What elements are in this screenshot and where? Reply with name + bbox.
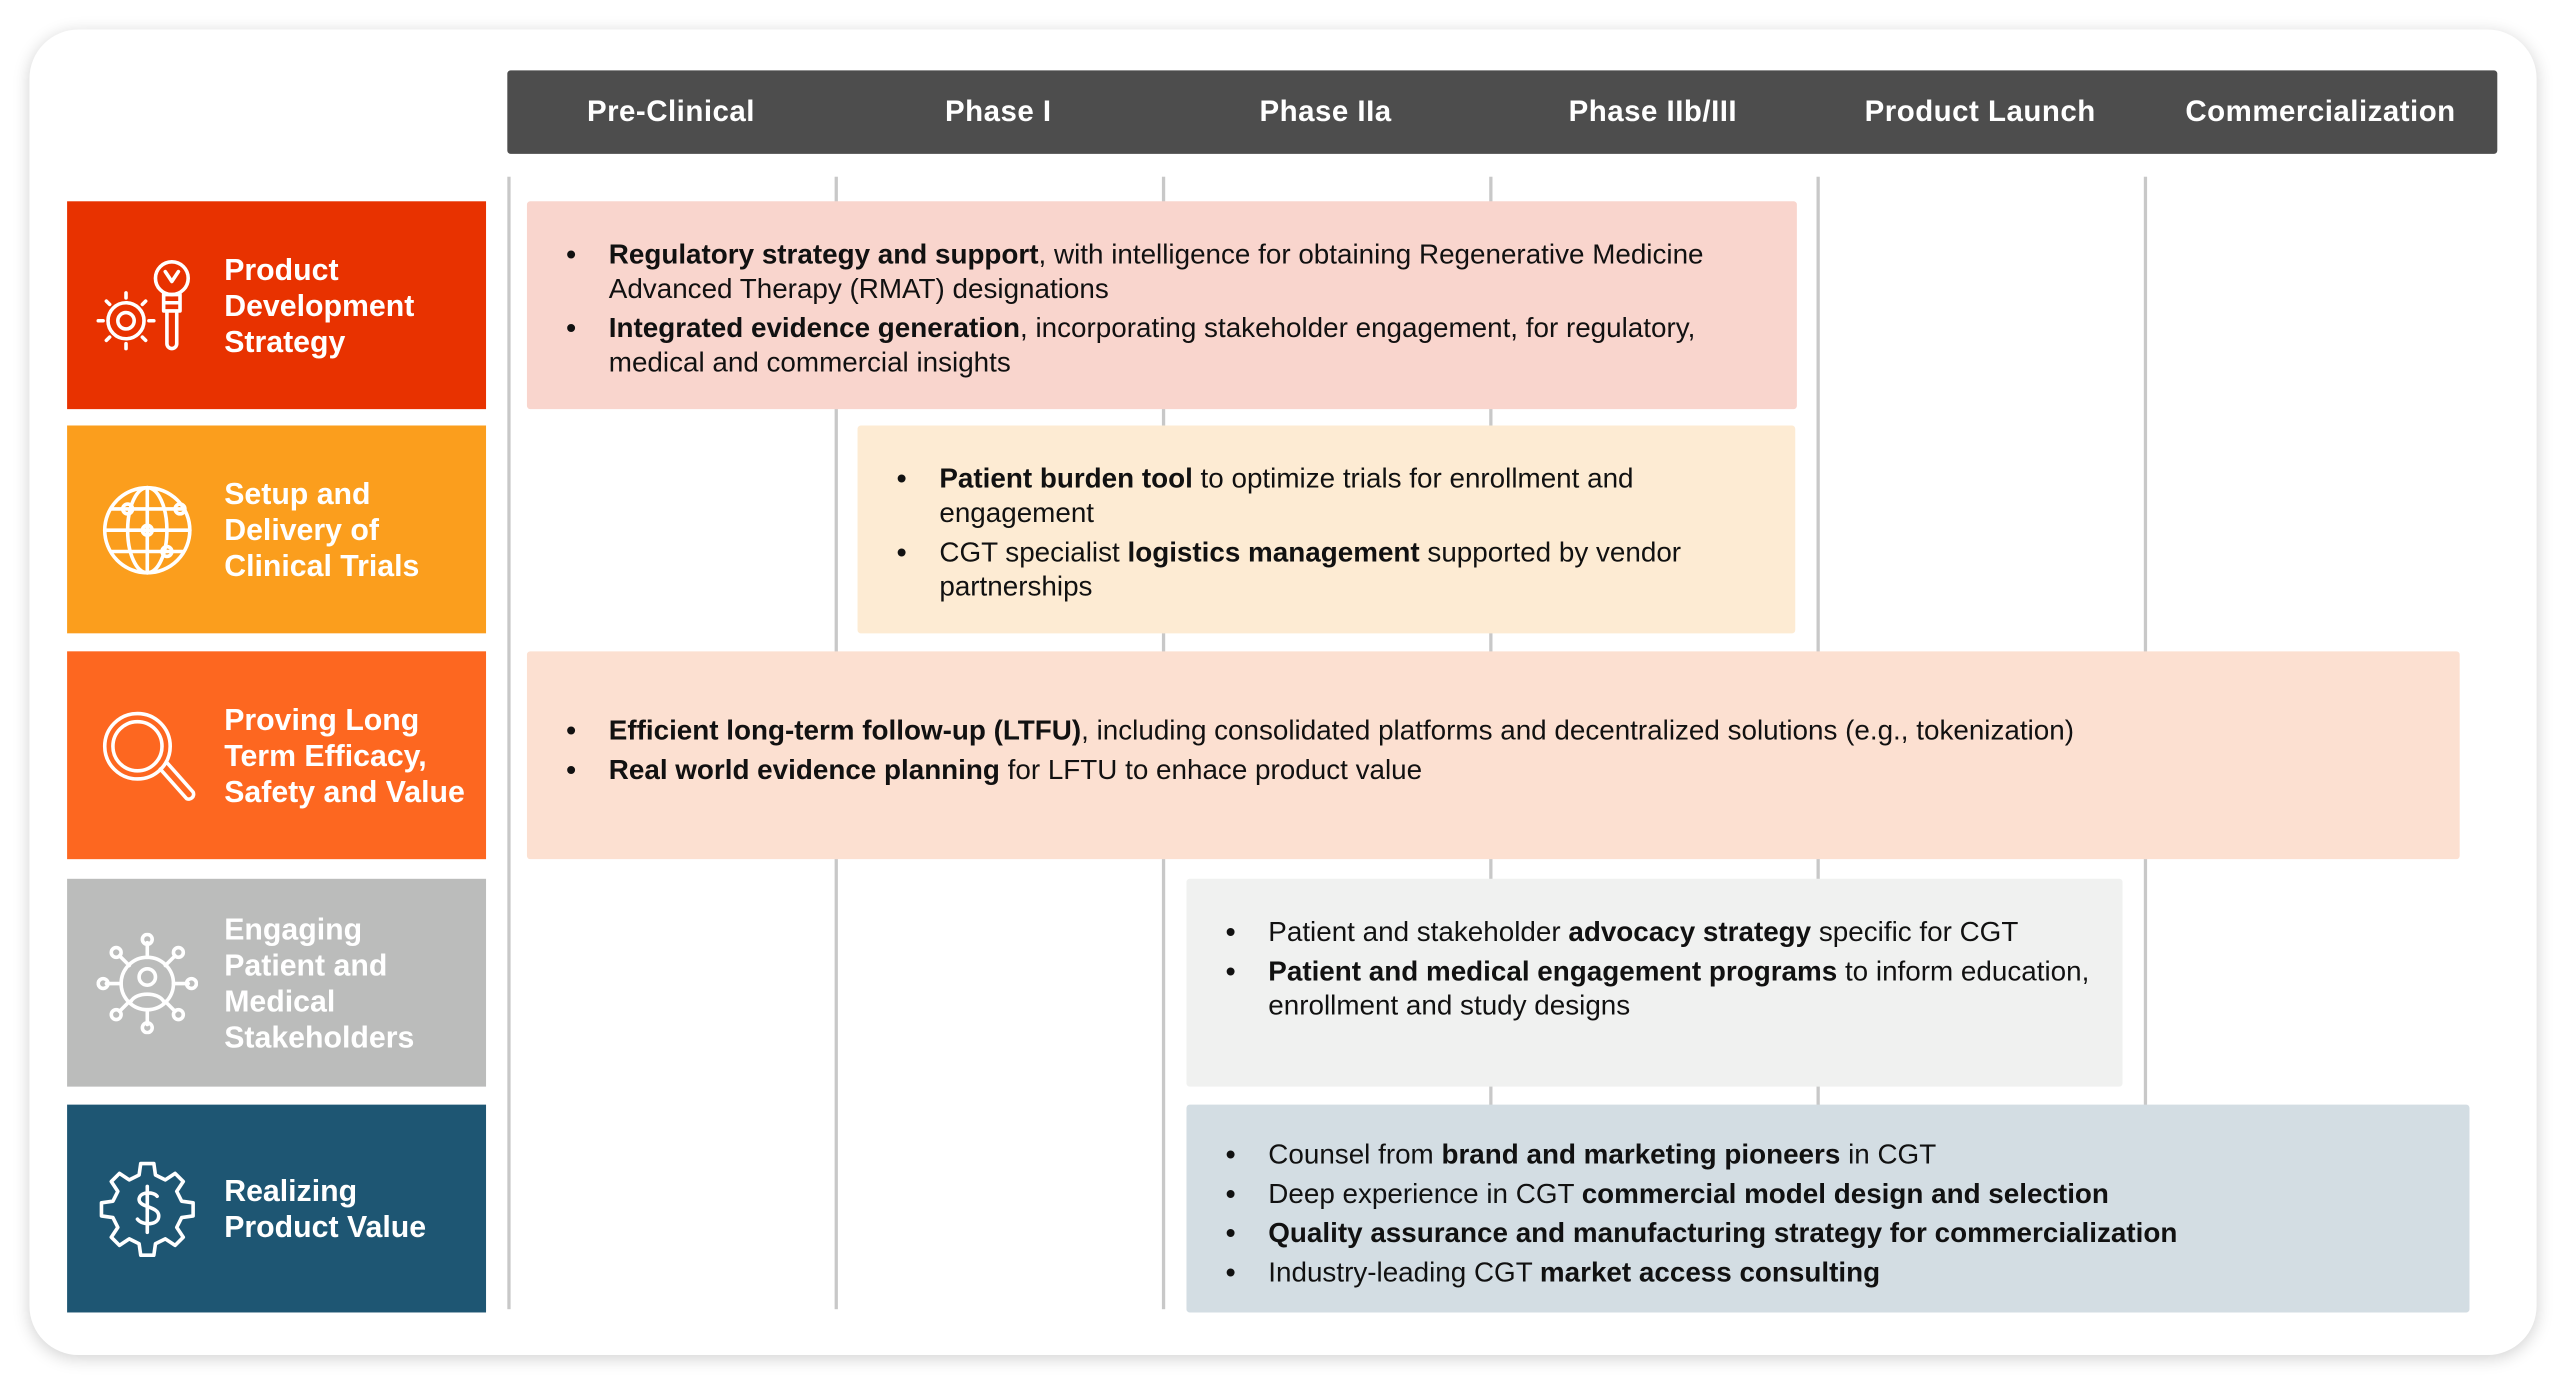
bullet-item: Integrated evidence generation, incorpor…: [527, 311, 1771, 380]
text: , with intelligence for obtaining Regene…: [608, 238, 1704, 305]
bold-text: market access consulting: [1539, 1256, 1881, 1288]
text: specific for CGT: [1811, 916, 2019, 948]
text: Deep experience in CGT: [1268, 1178, 1582, 1210]
phase-divider: [507, 176, 510, 1310]
bullet-item: Patient and medical engagement programs …: [1186, 954, 2096, 1023]
services-box-1: Regulatory strategy and support, with in…: [526, 201, 1797, 410]
globe-network-icon: [102, 485, 192, 574]
bold-text: Efficient long-term follow-up (LTFU): [608, 715, 1082, 747]
category-label: Setup and Delivery of Clinical Trials: [224, 475, 420, 582]
category-label: Realizing Product Value: [224, 1172, 427, 1243]
category-label: Product Development Strategy: [224, 251, 415, 358]
category-1: Product Development Strategy: [67, 201, 487, 410]
text: CGT specialist: [939, 536, 1128, 568]
bullet-item: Deep experience in CGT commercial model …: [1186, 1177, 2443, 1211]
phase-1: Phase I: [944, 94, 1052, 128]
category-label: Proving Long Term Efficacy, Safety and V…: [224, 701, 465, 808]
gear-dollar-icon: [99, 1160, 195, 1257]
bullet-item: Patient burden tool to optimize trials f…: [858, 461, 1770, 530]
text: to optimize trials for enrollment and en…: [939, 463, 1634, 529]
text: , including consolidated platforms and d…: [1081, 715, 2074, 747]
bullet-item: Efficient long-term follow-up (LTFU), in…: [527, 714, 2434, 748]
text: Patient and stakeholder: [1268, 916, 1569, 948]
bullet-item: Counsel from brand and marketing pioneer…: [1186, 1137, 2443, 1171]
services-box-3: Efficient long-term follow-up (LTFU), in…: [526, 651, 2460, 860]
bullet-item: Quality assurance and manufacturing stra…: [1186, 1216, 2443, 1250]
bold-text: Quality assurance and manufacturing stra…: [1268, 1217, 2178, 1249]
bold-text: Patient and medical engagement programs: [1268, 955, 1838, 987]
category-3: Proving Long Term Efficacy, Safety and V…: [67, 651, 487, 860]
text: to inform education, enrollment and stud…: [1268, 955, 2090, 1022]
bold-text: brand and marketing pioneers: [1441, 1139, 1841, 1171]
bold-text: advocacy strategy: [1568, 916, 1812, 948]
text: Industry-leading CGT: [1268, 1256, 1540, 1288]
bullet-item: Patient and stakeholder advocacy strateg…: [1186, 915, 2096, 949]
services-box-4: Patient and stakeholder advocacy strateg…: [1186, 878, 2123, 1087]
bullet-item: Regulatory strategy and support, with in…: [527, 237, 1771, 306]
phase-commercialization: Commercialization: [2185, 94, 2456, 128]
bold-text: Integrated evidence generation: [608, 312, 1021, 344]
text: for LFTU to enhace product value: [999, 754, 1423, 786]
bold-text: commercial model design and selection: [1581, 1178, 2109, 1210]
category-4: Engaging Patient and Medical Stakeholder…: [67, 878, 487, 1087]
phase-product-launch: Product Launch: [1864, 94, 2096, 128]
category-5: Realizing Product Value: [67, 1104, 487, 1313]
category-label: Engaging Patient and Medical Stakeholder…: [224, 910, 415, 1054]
bold-text: Real world evidence planning: [608, 754, 1000, 786]
bullet-item: Industry-leading CGT market access consu…: [1186, 1255, 2443, 1289]
gear-lightbulb-icon: [96, 259, 190, 350]
bullet-item: CGT specialist logistics management supp…: [858, 535, 1770, 604]
bold-text: logistics management: [1127, 536, 1420, 568]
services-box-5: Counsel from brand and marketing pioneer…: [1186, 1104, 2470, 1313]
bold-text: Regulatory strategy and support: [608, 238, 1039, 271]
phase-2a: Phase IIa: [1259, 94, 1392, 128]
text: in CGT: [1840, 1139, 1937, 1171]
category-2: Setup and Delivery of Clinical Trials: [67, 425, 487, 634]
text: supported by vendor partnerships: [939, 536, 1682, 603]
text: , incorporating stakeholder engagement, …: [608, 312, 1696, 379]
services-box-2: Patient burden tool to optimize trials f…: [857, 425, 1796, 634]
phase-2b-3: Phase IIb/III: [1568, 94, 1738, 128]
bold-text: Patient burden tool: [939, 463, 1193, 495]
magnifier-icon: [102, 710, 196, 801]
bullet-item: Real world evidence planning for LFTU to…: [527, 753, 2434, 787]
phase-pre-clinical: Pre-Clinical: [586, 94, 755, 128]
person-network-icon: [96, 931, 199, 1034]
text: Counsel from: [1268, 1139, 1442, 1171]
phase-header: Pre-Clinical Phase I Phase IIa Phase IIb…: [507, 70, 2498, 154]
